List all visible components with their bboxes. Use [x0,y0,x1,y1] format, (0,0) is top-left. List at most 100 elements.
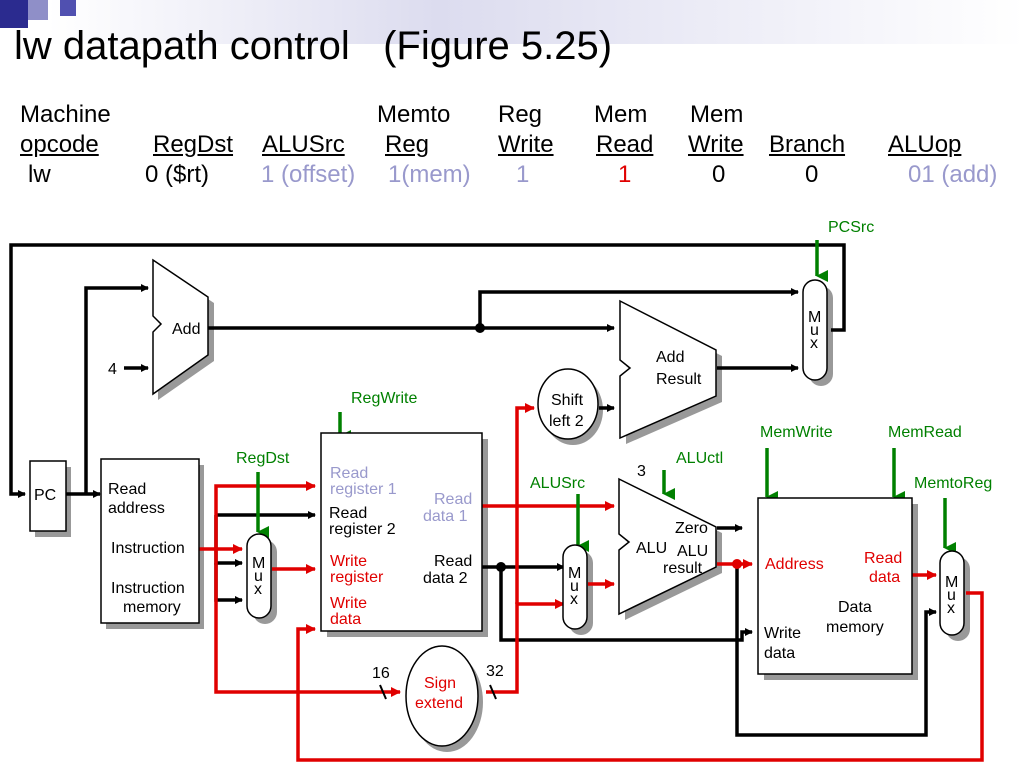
shift-left-2 [537,368,599,440]
header-aluop: ALUop [888,131,962,158]
header-memwrite: Write [688,131,744,158]
header-mem-read-top: Mem [594,101,648,128]
alu-label: ALU [636,540,667,557]
aluctl-label: ALUctl [676,450,723,467]
alusrc-mux-m: M [568,565,581,582]
shift-label-a: Shift [551,392,584,409]
shift-label-b: left 2 [549,413,584,430]
header-memtoreg: Reg [385,131,430,158]
alu [618,477,717,616]
bits-16-label: 16 [372,665,390,682]
pcsrc-mux-m: M [808,309,821,326]
header-alusrc: ALUSrc [262,131,345,158]
value-aluop: 01 (add) [908,161,998,188]
memtoreg-mux-x: x [947,600,955,617]
rf-write-reg-b: register [330,569,384,586]
imem-address-label: address [108,500,165,517]
value-memread: 1 [618,161,632,188]
memtoreg-label: MemtoReg [914,475,992,492]
black-wires [9,243,937,737]
memtoreg-mux [939,550,965,636]
pc-label: PC [34,487,56,504]
rf-write-data-a: Write [330,595,367,612]
memtoreg-mux-m: M [945,574,958,591]
regdst-label: RegDst [236,450,290,467]
rf-write-data-b: data [330,611,361,628]
header-opcode: opcode [20,131,99,158]
data-memory [757,497,913,675]
header-machine: Machine [20,101,111,128]
bits-32-label: 32 [486,663,504,680]
pcsrc-mux-x: x [810,335,818,352]
aluctl-width-label: 3 [637,463,646,480]
header-reg: Reg [498,101,543,128]
rf-read-data1-b: data 1 [423,508,468,525]
rf-write-reg-a: Write [330,553,367,570]
alusrc-mux-x: x [570,591,578,608]
header-branch: Branch [769,131,846,158]
regdst-mux-u: u [254,568,263,585]
rf-read-data2-a: Read [434,553,472,570]
imem-read-label: Read [108,481,146,498]
instruction-memory [100,458,200,624]
dmem-memory-label: memory [826,619,884,636]
rf-read-reg1-a: Read [330,465,368,482]
header-memread: Read [596,131,654,158]
imem-instruction2-label: Instruction [111,580,185,597]
value-memtoreg: 1(mem) [388,161,471,188]
register-file [320,432,483,632]
rf-read-data2-b: data 2 [423,570,468,587]
rf-read-reg2-b: register 2 [329,521,396,538]
pcsrc-mux-u: u [810,322,819,339]
rf-read-data1-a: Read [434,491,472,508]
alu-zero-label: Zero [675,520,708,537]
bit-width-slashes [379,684,497,700]
alusrc-mux-u: u [570,578,579,595]
value-regwrite: 1 [516,161,530,188]
dmem-write-data-b: data [764,645,795,662]
regdst-mux-x: x [254,581,262,598]
dmem-data-label: Data [838,599,872,616]
dmem-address-label: Address [765,556,824,573]
dmem-read-data-a: Read [864,550,902,567]
pc-register [29,460,67,532]
alusrc-mux [562,544,588,630]
memtoreg-mux-u: u [947,587,956,604]
title-gradient-bar [48,0,1024,44]
add-big-label-a: Add [656,349,684,366]
header-regdst: RegDst [153,131,234,158]
add-small-label: Add [172,321,200,338]
pc-adder [152,258,209,396]
slide-title: lw datapath control (Figure 5.25) [14,24,613,68]
imem-instruction-label: Instruction [111,540,185,557]
imem-memory-label: memory [123,599,181,616]
regdst-mux [246,533,272,619]
value-memwrite: 0 [712,161,726,188]
add-big-label-b: Result [656,371,702,388]
memwrite-label: MemWrite [760,424,833,441]
title-blue-block [60,0,76,16]
dmem-read-data-b: data [869,569,900,586]
header-mem-write-top: Mem [690,101,744,128]
alu-result-b: result [663,560,703,577]
regdst-mux-m: M [252,555,265,572]
alu-result-a: ALU [677,543,708,560]
pcsrc-mux [802,279,828,381]
sign-extend-b: extend [415,695,463,712]
value-branch: 0 [805,161,819,188]
pcsrc-label: PCSrc [828,219,874,236]
rf-read-reg1-b: register 1 [330,481,397,498]
branch-adder [619,299,717,440]
header-regwrite: Write [498,131,554,158]
rf-read-reg2-a: Read [329,505,367,522]
alusrc-label: ALUSrc [530,475,585,492]
sign-extend-a: Sign [424,675,456,692]
red-wires [198,403,984,762]
value-alusrc: 1 (offset) [261,161,356,188]
memread-label: MemRead [888,424,962,441]
diagram-labels: PC Add 4 Read address Instruction Instru… [34,219,992,712]
four-label: 4 [108,361,117,378]
sign-extend [405,645,479,747]
control-wires [256,240,956,554]
